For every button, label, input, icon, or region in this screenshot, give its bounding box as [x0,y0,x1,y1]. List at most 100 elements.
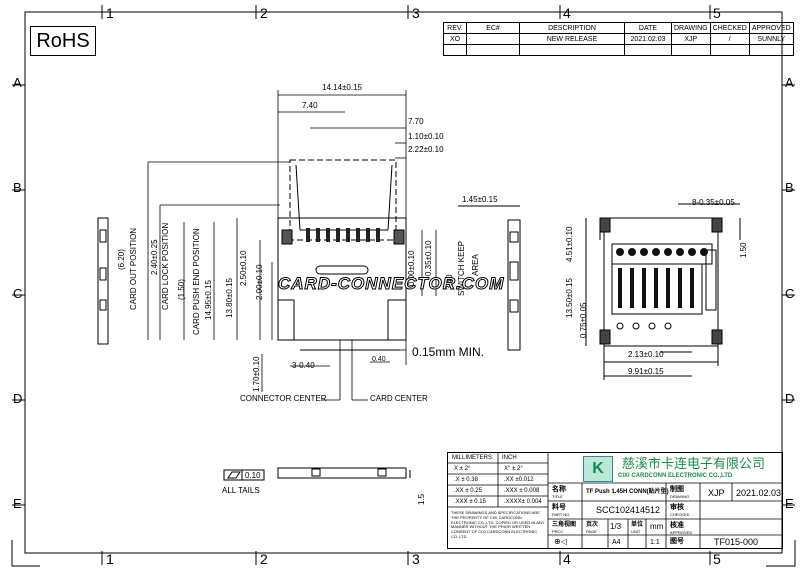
dim-0-75: 0.75±0.05 [579,302,588,338]
footprint-view [585,203,741,380]
dim-14-95: 14.95±0.15 [204,280,213,320]
dim-7-70: 7.70 [408,117,424,126]
tol-row: X° ± 2° [504,466,523,472]
zone-ticks [11,5,796,567]
part-label: 料号 [552,504,566,511]
footprint-holes [616,322,672,330]
card-center-label: CARD CENTER [370,394,428,403]
unit-label: 单位 [631,522,644,528]
drawn-date: 2021.02.03 [736,488,782,498]
tol-header-inch: INCH [502,455,517,461]
rev-value: XO [443,33,467,45]
zone-letter: A [13,75,22,90]
flatness-value: 0.10 [245,471,261,480]
rev-header: REV. [443,22,467,34]
watermark: CARD-CONNECTOR.COM [277,274,505,293]
zone-number: 1 [106,551,114,567]
tol-row: .XX ± 0.25 [454,488,482,494]
dim-card-out: CARD OUT POSITION [129,227,138,310]
proj-label: 三角视图 [552,522,577,528]
dim-0-40: 0.40 [372,356,386,363]
dimension-lines [147,90,437,401]
projection-symbol: ⊕◁ [554,537,567,546]
date-header: DATE [624,22,672,34]
zone-letter: D [13,391,23,406]
title-block-grid [448,453,782,548]
part-label-en: PART NO [552,512,570,517]
description-value: NEW RELEASE [519,33,625,45]
tol-notes: THESE DRAWINGS AND SPECIFICATIONS ARE TH… [451,510,545,539]
drawing-number: TF015-000 [714,537,759,547]
all-tails-label: ALL TAILS [222,486,260,495]
tol-row: .XXX ± 0.008 [504,488,540,494]
checked-header: CHECKED [709,22,750,34]
ec-header: EC# [466,22,520,34]
dim-overall-width: 14.14±0.15 [322,83,362,92]
dim-1-50-fp: 1.50 [739,242,748,258]
bottom-side-view [223,467,411,481]
proj-label-en: PROJ [552,529,563,534]
dim-2-40: 2.40±0.25 [150,239,159,275]
zone-number: 3 [412,5,420,21]
dim-1-70: 1.70±0.10 [252,356,261,392]
approved-value: SUNNLY [748,33,794,45]
company-name-cn: 慈溪市卡连电子有限公司 [622,456,766,471]
side-view-left [97,217,109,345]
size-value: A4 [612,539,621,546]
approved-label-en: APPROVED [670,530,693,535]
zone-number: 5 [713,5,721,21]
zone-number: 4 [563,5,571,21]
zone-letter: C [13,286,23,301]
description-header: DESCRIPTION [519,22,625,34]
dim-2-22: 2.22±0.10 [408,145,444,154]
dim-2-13: 2.13±0.10 [628,350,664,359]
dim-side-width: 1.45±0.15 [462,195,498,204]
tol-row: .XX ±0.012 [504,477,534,483]
drawing-border [24,11,783,554]
page-label: 页次 [586,522,599,528]
revision-header-row: REV. EC# DESCRIPTION DATE DRAWING CHECKE… [443,22,794,34]
dim-9-91: 9.91±0.15 [628,367,664,376]
zone-letter: E [785,496,794,511]
tol-header-mm: MILLIMETERS [452,455,493,461]
tol-row: X ± 2° [454,466,471,472]
dim-card-push-end: CARD PUSH END POSITION [192,228,201,335]
footprint-pads [616,248,708,308]
rohs-mark: RoHS [30,26,96,56]
page-label-en: PAGE [586,529,597,534]
zone-number: 4 [563,551,571,567]
scale-value: 1:1 [650,539,660,546]
zone-number: 2 [260,5,268,21]
drawn-label: 制图 [670,486,684,493]
dim-13-50: 13.50±0.15 [565,278,574,318]
revision-table: REV. EC# DESCRIPTION DATE DRAWING CHECKE… [443,22,794,56]
tol-row: .XXXX± 0.004 [504,499,542,505]
drawing-no-label: 图号 [670,538,684,545]
unit-value: mm [650,522,664,531]
dim-1-10: 1.10±0.10 [408,132,444,141]
zone-letter: D [785,391,795,406]
checked-value: / [709,33,750,45]
side-height-label: 1.5 [417,493,426,505]
checked-label: 审核 [670,504,684,511]
approved-header: APPROVED [748,22,794,34]
ec-value [466,33,520,45]
dim-6-20: (6.20) [117,249,126,270]
zone-letter: B [785,180,794,195]
zone-number: 3 [412,551,420,567]
dim-0-35: 0.35±0.10 [424,240,433,276]
title-value: TF Push 1.45H CONN(贴片型) [586,489,669,495]
dim-13-80: 13.80±0.15 [225,278,234,318]
dim-card-lock: CARD LOCK POSITION [161,222,170,310]
zone-letter: B [13,180,22,195]
title-label-en: TITLE [552,494,563,499]
date-value: 2021.02.03 [624,33,672,45]
title-block: MILLIMETERS INCH X ± 2° X° ± 2° .X ± 0.3… [447,452,783,549]
connector-center-label: CONNECTOR CENTER [240,394,327,403]
zone-number: 5 [713,551,721,567]
drawn-label-en: DRAWING [670,494,690,499]
main-top-view-pins [306,228,380,242]
dim-8-0-35: 8-0.35±0.05 [692,198,735,207]
side-view-right [458,205,521,351]
